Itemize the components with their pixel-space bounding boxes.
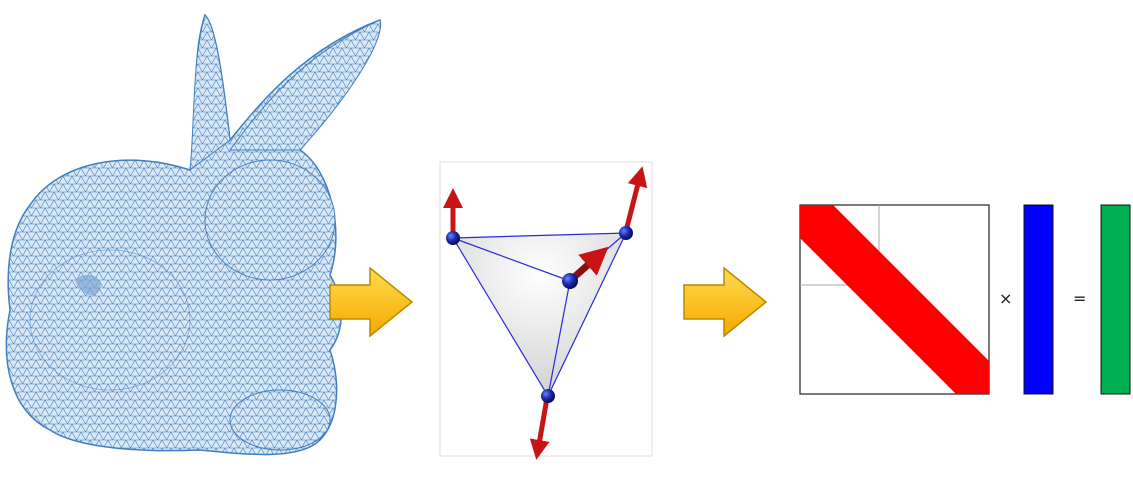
bunny-head bbox=[204, 159, 336, 281]
matrix-diagonal-band bbox=[800, 205, 989, 394]
normal-vector-2 bbox=[623, 166, 648, 232]
normal-vector-3 bbox=[569, 246, 609, 282]
bunny-eye-shade bbox=[75, 274, 101, 296]
unknown-vector-x bbox=[1023, 204, 1054, 395]
vertex-sphere-2 bbox=[619, 226, 633, 240]
bunny-ear-left bbox=[189, 14, 231, 172]
bunny-haunch bbox=[29, 249, 191, 391]
bunny-foot bbox=[229, 389, 331, 451]
vertex-sphere-4 bbox=[541, 389, 555, 403]
rhs-vector-b bbox=[1100, 204, 1131, 395]
flow-arrow-2 bbox=[683, 266, 768, 338]
bunny-ear-right bbox=[229, 19, 381, 151]
vertex-sphere-1 bbox=[446, 231, 460, 245]
interior-edge-1 bbox=[452, 237, 571, 282]
vertex-sphere-3 bbox=[562, 273, 578, 289]
multiply-operator: × bbox=[999, 289, 1013, 308]
normal-vector-4 bbox=[529, 397, 550, 460]
interior-edge-3 bbox=[547, 280, 571, 397]
bunny-mesh-icon bbox=[5, 13, 382, 456]
flow-arrow-1 bbox=[329, 266, 414, 338]
banded-matrix-icon bbox=[799, 204, 1131, 395]
equals-operator: = bbox=[1073, 289, 1087, 308]
triangle-with-vertex-normals-icon bbox=[439, 161, 653, 460]
